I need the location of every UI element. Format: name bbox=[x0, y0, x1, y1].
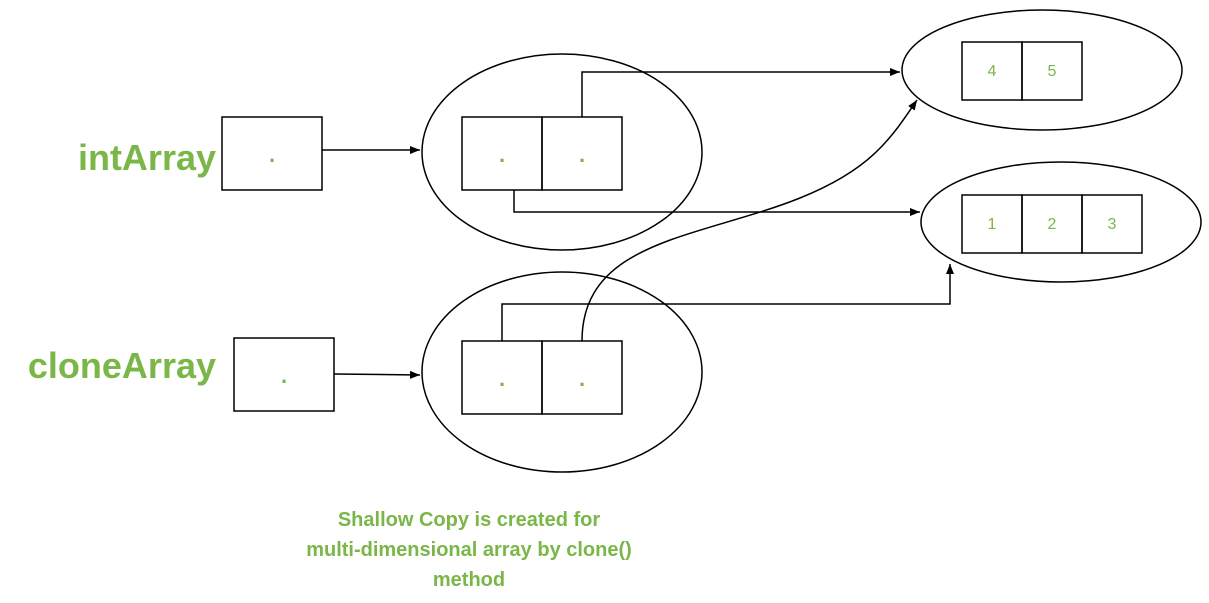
clone-array-reference-symbol: . bbox=[281, 363, 287, 388]
clone-array-object-ellipse bbox=[421, 271, 703, 473]
caption-line-1: Shallow Copy is created for bbox=[338, 509, 601, 531]
clone-array-reference-box: . bbox=[233, 337, 335, 412]
inner-top-cell-1-value: 5 bbox=[1048, 63, 1057, 80]
arrow-clone-cell0-to-bottom-inner bbox=[501, 264, 954, 341]
inner-bottom-cell-0-value: 1 bbox=[988, 216, 997, 233]
int-array-reference-box: . bbox=[221, 116, 323, 191]
clone-array-label: cloneArray bbox=[28, 345, 216, 386]
int-array-reference-symbol: . bbox=[269, 142, 275, 167]
inner-top-cell-1 bbox=[1021, 41, 1083, 101]
arrow-int-cell0-to-bottom-inner bbox=[513, 190, 920, 216]
clone-array-cell-0-value: . bbox=[499, 366, 505, 391]
caption-line-3: method bbox=[433, 569, 505, 591]
inner-array-bottom-ellipse bbox=[920, 161, 1202, 283]
int-array-label: intArray bbox=[78, 137, 216, 178]
int-array-object-ellipse bbox=[421, 53, 703, 251]
int-array-cell-0-value: . bbox=[499, 142, 505, 167]
arrow-clone-cell1-to-top-inner bbox=[581, 99, 918, 342]
inner-bottom-cell-2-value: 3 bbox=[1108, 216, 1117, 233]
arrow-clone-ref-to-outer bbox=[333, 370, 421, 379]
int-array-cells: . . bbox=[461, 116, 623, 191]
inner-array-bottom-cells: 1 2 3 bbox=[961, 194, 1143, 254]
inner-top-cell-0-value: 4 bbox=[988, 63, 997, 80]
inner-bottom-cell-1-value: 2 bbox=[1048, 216, 1057, 233]
inner-array-top-cells: 4 5 bbox=[961, 41, 1083, 101]
inner-array-top-ellipse bbox=[901, 9, 1183, 131]
caption-line-2: multi-dimensional array by clone() bbox=[306, 539, 632, 561]
arrow-int-cell1-to-top-inner bbox=[581, 68, 900, 117]
int-array-cell-1-value: . bbox=[579, 142, 585, 167]
inner-bottom-cell-2 bbox=[1081, 194, 1143, 254]
clone-array-cells: . . bbox=[461, 340, 623, 415]
clone-array-cell-1-value: . bbox=[579, 366, 585, 391]
